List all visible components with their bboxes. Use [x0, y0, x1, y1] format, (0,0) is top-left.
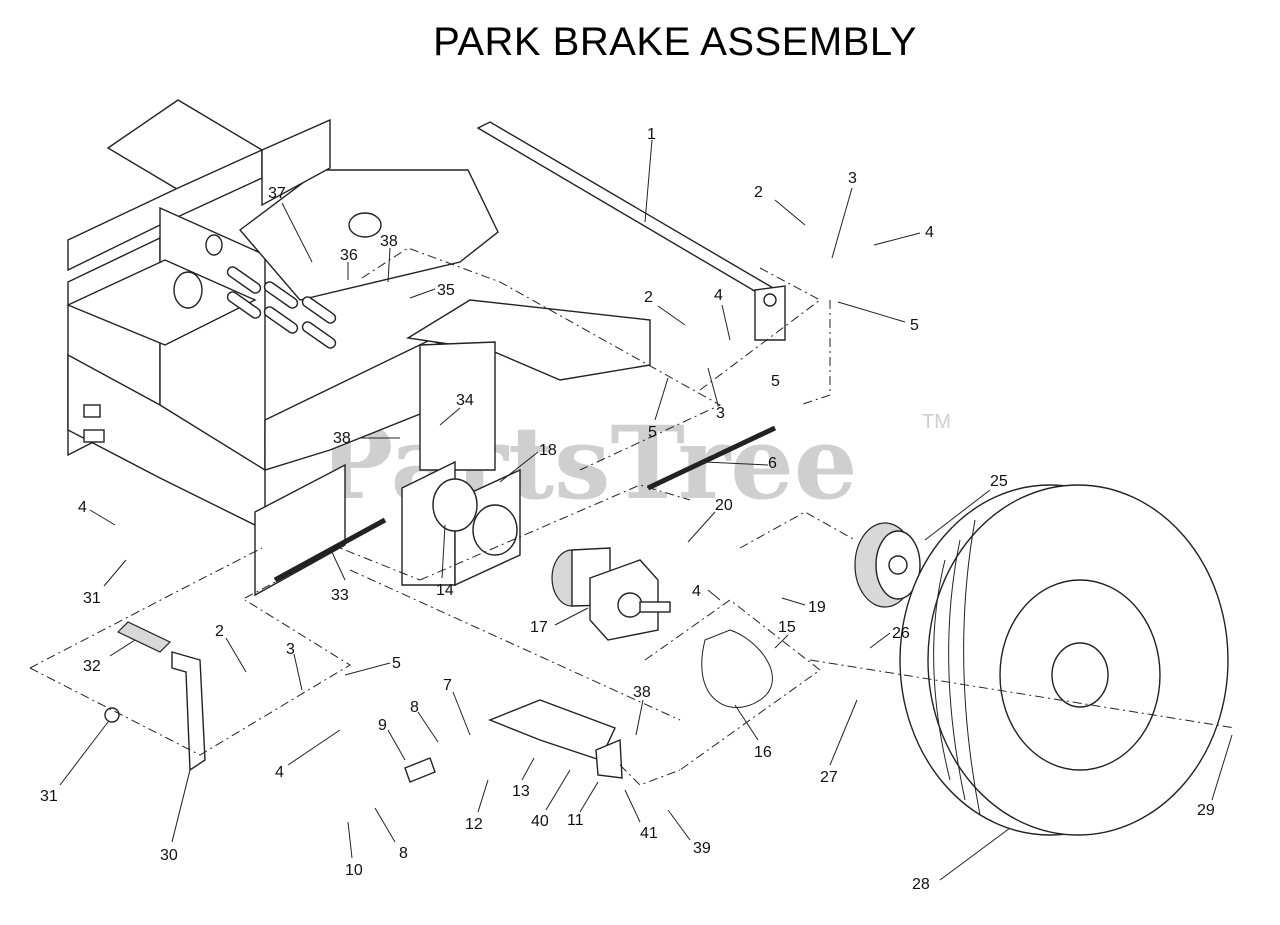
assembly-lines: [29, 247, 1236, 786]
callout-33: 33: [331, 587, 349, 604]
callout-35: 35: [437, 282, 455, 299]
callout-40: 40: [531, 813, 549, 830]
callout-4c: 4: [692, 583, 701, 600]
callout-12: 12: [465, 816, 483, 833]
callout-14: 14: [436, 582, 454, 599]
callout-5b: 5: [648, 424, 657, 441]
callout-4: 4: [925, 224, 934, 241]
callout-31b: 31: [40, 788, 58, 805]
callout-31: 31: [83, 590, 101, 607]
callout-2c: 2: [215, 623, 224, 640]
wheel-motor: [551, 547, 671, 641]
callout-3b: 3: [716, 405, 725, 422]
callout-34: 34: [456, 392, 474, 409]
callout-16: 16: [754, 744, 772, 761]
callout-25: 25: [990, 473, 1008, 490]
cross-rod: [476, 121, 786, 341]
threaded-rod-33: [273, 517, 387, 583]
callout-13: 13: [512, 783, 530, 800]
callout-18: 18: [539, 442, 557, 459]
threaded-rod-6: [646, 425, 777, 491]
callout-10: 10: [345, 862, 363, 879]
callout-30: 30: [160, 847, 178, 864]
callout-32: 32: [83, 658, 101, 675]
callout-4e: 4: [275, 764, 284, 781]
mower-frame: [66, 99, 651, 597]
callout-11: 11: [567, 812, 584, 829]
callout-37: 37: [268, 185, 286, 202]
callout-38c: 38: [633, 684, 651, 701]
callout-8b: 8: [399, 845, 408, 862]
callout-5: 5: [910, 317, 919, 334]
callout-5d: 5: [392, 655, 401, 672]
callout-5c: 5: [771, 373, 780, 390]
callout-8: 8: [410, 699, 419, 716]
callout-27: 27: [820, 769, 838, 786]
callout-19: 19: [808, 599, 826, 616]
brake-pedal: [104, 621, 206, 772]
callout-41: 41: [640, 825, 658, 842]
callout-2b: 2: [644, 289, 653, 306]
callout-3c: 3: [286, 641, 295, 658]
callout-15: 15: [778, 619, 796, 636]
callout-39: 39: [693, 840, 711, 857]
callout-6: 6: [768, 455, 777, 472]
callout-26: 26: [892, 625, 910, 642]
callout-labels: 1 2 3 4 5 2 3 4 5 5 6 17 18 19: [40, 126, 1233, 893]
wheel-hub: [854, 522, 921, 608]
callout-9: 9: [378, 717, 387, 734]
page-title: PARK BRAKE ASSEMBLY: [433, 20, 917, 64]
callout-36: 36: [340, 247, 358, 264]
tire: [899, 484, 1229, 836]
callout-7: 7: [443, 677, 452, 694]
callout-38b: 38: [380, 233, 398, 250]
brake-lever: [404, 699, 623, 783]
callout-4d: 4: [78, 499, 87, 516]
callout-17: 17: [530, 619, 548, 636]
callout-28: 28: [912, 876, 930, 893]
callout-1: 1: [647, 126, 656, 143]
callout-38: 38: [333, 430, 351, 447]
callout-29: 29: [1197, 802, 1215, 819]
brake-band: [701, 629, 773, 708]
callout-3: 3: [848, 170, 857, 187]
watermark-tm: TM: [922, 411, 951, 433]
brake-bracket: [401, 460, 521, 587]
callout-4b: 4: [714, 287, 723, 304]
callout-20: 20: [715, 497, 733, 514]
callout-2: 2: [754, 184, 763, 201]
